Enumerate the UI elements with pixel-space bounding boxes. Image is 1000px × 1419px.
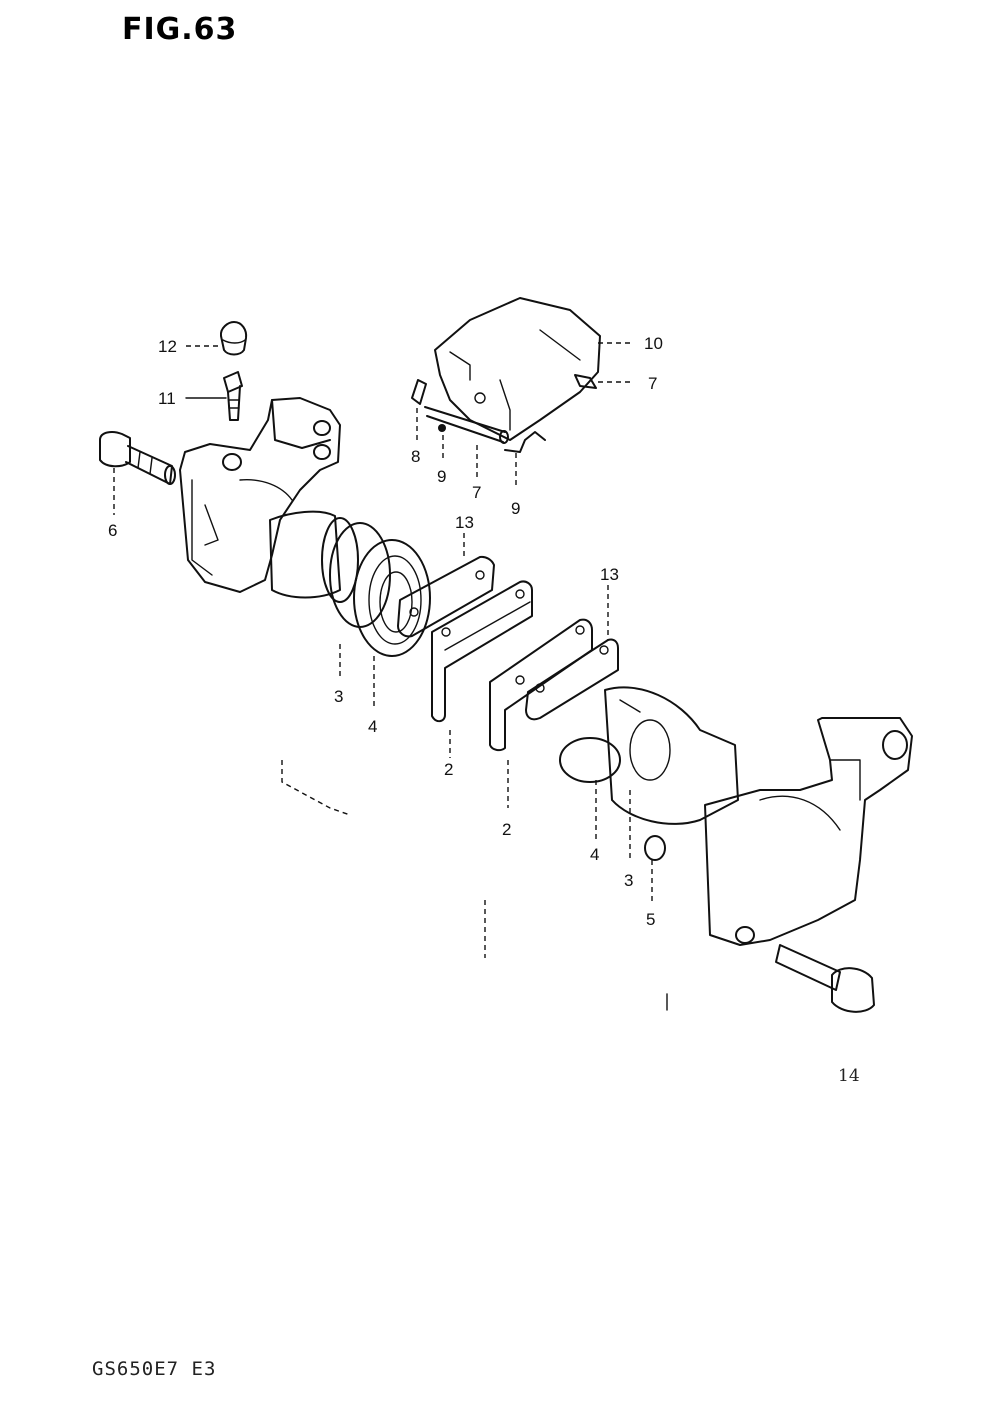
part-3-4-piston-seal-right xyxy=(559,686,739,825)
part-12-cap xyxy=(219,321,248,356)
callout-11: 11 xyxy=(158,389,176,408)
callout-3-left: 3 xyxy=(334,687,343,706)
part-10-pad-cover xyxy=(434,297,601,441)
part-5-cap xyxy=(644,835,666,861)
callout-3-right: 3 xyxy=(624,871,633,890)
page-number: 14 xyxy=(838,1066,860,1086)
callout-8: 8 xyxy=(411,447,420,466)
part-7-pin-upper xyxy=(574,374,597,389)
caliper-half-right xyxy=(704,717,913,946)
callout-4-right: 4 xyxy=(590,845,599,864)
part-3-4-piston-seal-left xyxy=(269,510,431,657)
callout-10: 10 xyxy=(644,334,663,353)
part-9-spring xyxy=(438,392,546,453)
callout-13-right: 13 xyxy=(600,565,619,584)
callout-7-upper: 7 xyxy=(648,374,657,393)
callout-9-right: 9 xyxy=(511,499,520,518)
callout-12: 12 xyxy=(158,337,177,356)
part-13-shim-right xyxy=(525,638,619,721)
callout-13-left: 13 xyxy=(455,513,474,532)
callout-2-right: 2 xyxy=(502,820,511,839)
model-code: GS650E7 E3 xyxy=(92,1358,217,1380)
callout-5: 5 xyxy=(646,910,655,929)
part-2-brake-pad-right xyxy=(489,618,593,752)
callout-6: 6 xyxy=(108,521,117,540)
part-8-clip xyxy=(411,379,427,405)
part-13-shim-left xyxy=(397,555,495,638)
figure-title: FIG.63 xyxy=(122,12,238,47)
callout-labels: 12 11 6 10 7 8 9 7 9 13 13 3 4 2 2 4 3 5 xyxy=(108,334,663,929)
caliper-half-left xyxy=(179,397,341,593)
part-11-bleeder-screw xyxy=(223,371,243,421)
callout-4-left: 4 xyxy=(368,717,377,736)
callout-2-left: 2 xyxy=(444,760,453,779)
part-2-brake-pad-left xyxy=(431,580,533,723)
part-6-caliper-bolt xyxy=(99,431,176,485)
callout-7-lower: 7 xyxy=(472,483,481,502)
leader-lines xyxy=(113,342,668,1011)
part-7-pin-lower xyxy=(424,406,509,444)
caliper-bolt-right xyxy=(775,944,875,1013)
callout-9-left: 9 xyxy=(437,467,446,486)
